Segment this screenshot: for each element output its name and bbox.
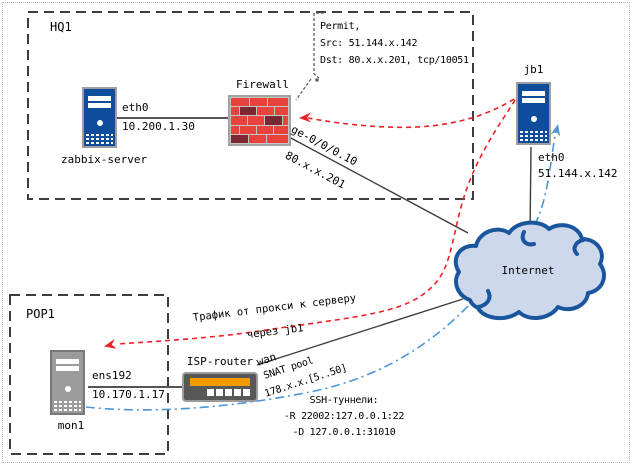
- ssh-tunnels-line2: -R 22002:127.0.0.1:22: [283, 411, 405, 422]
- jb1-label: jb1: [523, 63, 544, 76]
- jb1-ip-label: 51.144.x.142: [538, 167, 618, 180]
- router-ports-icon: [207, 389, 250, 396]
- ssh-tunnels-line1: SSH-туннели:: [309, 395, 379, 406]
- server-slot-icon: [56, 366, 79, 371]
- server-vent-grid-icon: [520, 130, 547, 141]
- hq1-box: [27, 11, 474, 200]
- server-slot-icon: [522, 98, 545, 103]
- server-vent-grid-icon: [86, 133, 113, 144]
- firewall-label: Firewall: [236, 78, 289, 91]
- permit-note-line1: Permit,: [320, 21, 361, 32]
- permit-callout-dot: [315, 78, 319, 82]
- pop1-region-label: POP1: [26, 307, 55, 321]
- ssh-tunnels-line3: -D 127.0.0.1:31010: [292, 427, 396, 438]
- ssh-tunnels-note: SSH-туннели: -R 22002:127.0.0.1:22 -D 12…: [269, 393, 419, 441]
- zabbix-server-icon: [82, 87, 117, 148]
- link-jb1-internet: [529, 146, 532, 235]
- permit-note: Permit, Src: 51.144.x.142 Dst: 80.x.x.20…: [320, 18, 469, 69]
- permit-callout-leader: [295, 78, 312, 101]
- internet-label: Internet: [501, 264, 555, 277]
- red-arrowhead-mon1: [104, 338, 117, 349]
- mon1-label: mon1: [57, 419, 85, 432]
- mon1-ip-label: 10.170.1.17: [92, 388, 165, 401]
- link-firewall-internet: [288, 136, 469, 234]
- permit-callout-bracket: [313, 12, 324, 79]
- red-flow-jb1-to-mon1: [116, 99, 516, 345]
- server-power-led-icon: [96, 120, 103, 127]
- server-slot-icon: [88, 103, 111, 108]
- server-power-led-icon: [530, 116, 537, 123]
- mon1-server-icon: [50, 350, 85, 415]
- server-slot-icon: [88, 96, 111, 101]
- server-slot-icon: [522, 91, 545, 96]
- jb1-server-icon: [516, 82, 551, 145]
- router-panel-icon: [190, 378, 250, 386]
- server-vent-grid-icon: [54, 400, 81, 411]
- server-slot-icon: [56, 359, 79, 364]
- blue-flow-mon1-to-jb1: [85, 129, 557, 411]
- permit-note-line2: Src: 51.144.x.142: [320, 38, 418, 49]
- isp-router-label: ISP-router: [186, 355, 254, 368]
- server-power-led-icon: [64, 385, 71, 392]
- red-arrowhead-firewall: [299, 112, 311, 123]
- blue-arrowhead-jb1: [550, 124, 561, 137]
- jb1-iface-label: eth0: [538, 151, 565, 164]
- permit-note-line3: Dst: 80.x.x.201, tcp/10051: [320, 55, 469, 66]
- red-flow-jb1-to-firewall: [307, 98, 515, 129]
- firewall-icon: [228, 95, 291, 146]
- isp-router-icon: [182, 372, 258, 402]
- mon1-iface-label: ens192: [92, 369, 132, 382]
- hq1-region-label: HQ1: [50, 20, 72, 34]
- zabbix-iface-label: eth0: [122, 101, 149, 114]
- zabbix-ip-label: 10.200.1.30: [122, 120, 195, 133]
- link-router-internet: [256, 298, 464, 366]
- internet-cloud: [453, 220, 606, 321]
- zabbix-server-label: zabbix-server: [61, 153, 148, 166]
